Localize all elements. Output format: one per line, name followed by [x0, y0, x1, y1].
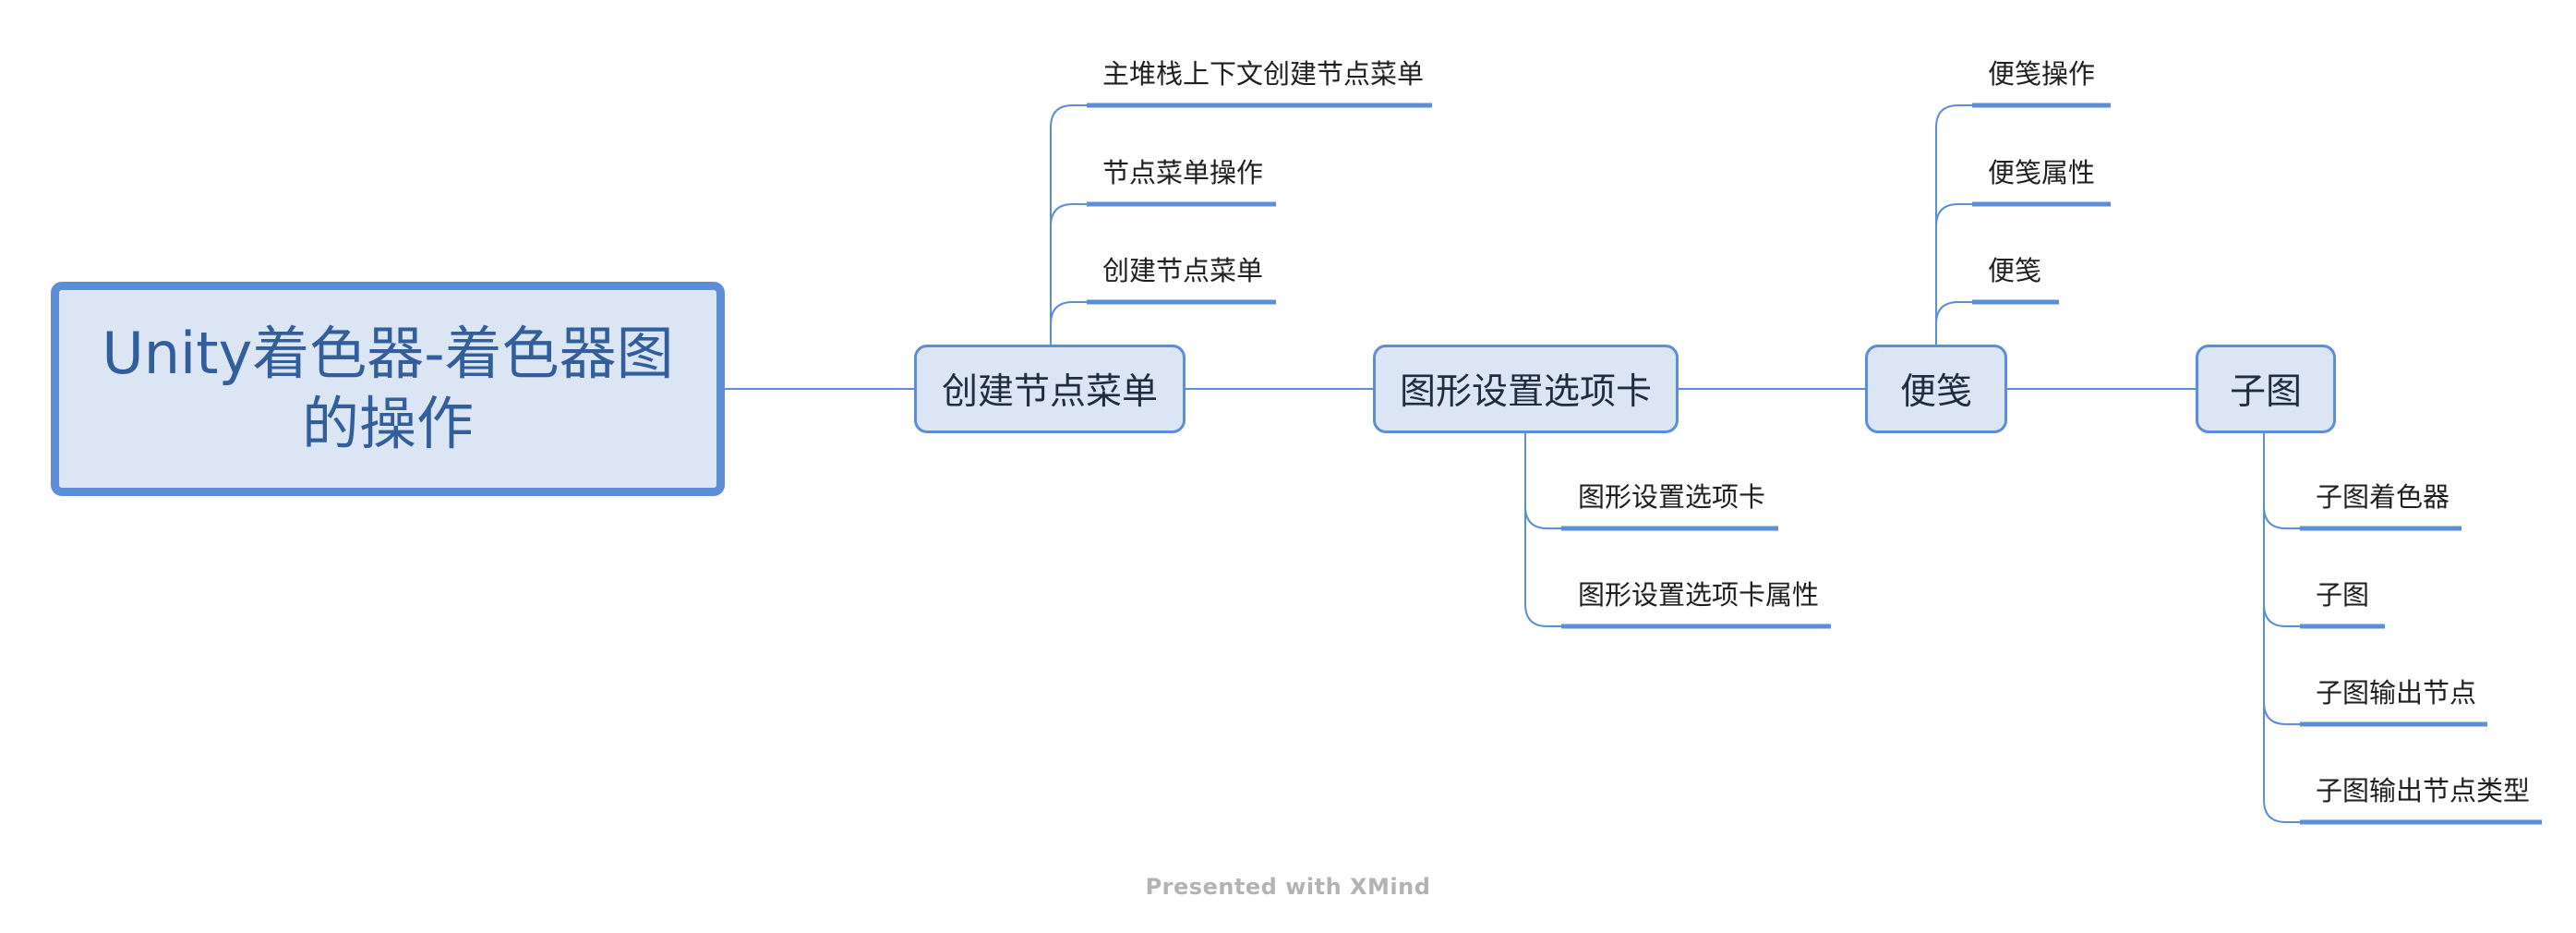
subtopic-b2-1[interactable]: 图形设置选项卡: [1578, 481, 1766, 513]
connector-b4-child-2: [2263, 506, 2300, 627]
subtopic-b4-1[interactable]: 子图着色器: [2316, 481, 2450, 513]
branch-topic-create-node-menu[interactable]: 创建节点菜单: [914, 345, 1186, 433]
subtopic-b1-2[interactable]: 节点菜单操作: [1102, 157, 1264, 188]
root-topic-label: Unity着色器-着色器图的操作: [102, 320, 674, 457]
connector-b3-child-2: [1935, 203, 1972, 227]
subtopic-b3-1[interactable]: 便笺操作: [1988, 58, 2096, 90]
branch-topic-label: 图形设置选项卡: [1399, 371, 1652, 413]
subtopic-b3-2[interactable]: 便笺属性: [1988, 157, 2096, 188]
subtopic-b4-3[interactable]: 子图输出节点: [2316, 677, 2477, 709]
subtopic-b3-3[interactable]: 便笺: [1988, 255, 2042, 286]
connector-b4-child-3: [2263, 604, 2300, 725]
connector-b1-child-1: [1050, 104, 1087, 345]
root-topic[interactable]: Unity着色器-着色器图的操作: [51, 282, 725, 496]
presented-with-xmind-watermark: Presented with XMind: [1145, 874, 1431, 900]
connector-b3-child-3: [1935, 301, 1972, 325]
branch-topic-label: 子图: [2229, 371, 2302, 413]
branch-topic-graph-settings-tab[interactable]: 图形设置选项卡: [1373, 345, 1679, 433]
subtopic-b1-1[interactable]: 主堆栈上下文创建节点菜单: [1102, 58, 1425, 90]
connector-b4-child-1: [2263, 433, 2300, 529]
connector-b2-child-2: [1524, 506, 1561, 627]
connector-b1-child-3: [1050, 301, 1087, 325]
subtopic-b2-2[interactable]: 图形设置选项卡属性: [1578, 579, 1820, 611]
connector-b3-child-1: [1935, 104, 1972, 345]
footer: Presented with XMind: [0, 874, 2576, 900]
branch-topic-sticky-notes[interactable]: 便笺: [1865, 345, 2007, 433]
connector-b2-child-1: [1524, 433, 1561, 529]
connector-b1-child-2: [1050, 203, 1087, 227]
branch-topic-label: 便笺: [1899, 371, 1972, 413]
branch-topic-subgraph[interactable]: 子图: [2196, 345, 2336, 433]
branch-topic-label: 创建节点菜单: [941, 371, 1158, 413]
subtopic-b1-3[interactable]: 创建节点菜单: [1102, 255, 1264, 286]
connector-b4-child-4: [2263, 702, 2300, 823]
subtopic-b4-2[interactable]: 子图: [2316, 579, 2370, 611]
subtopic-b4-4[interactable]: 子图输出节点类型: [2316, 775, 2531, 806]
